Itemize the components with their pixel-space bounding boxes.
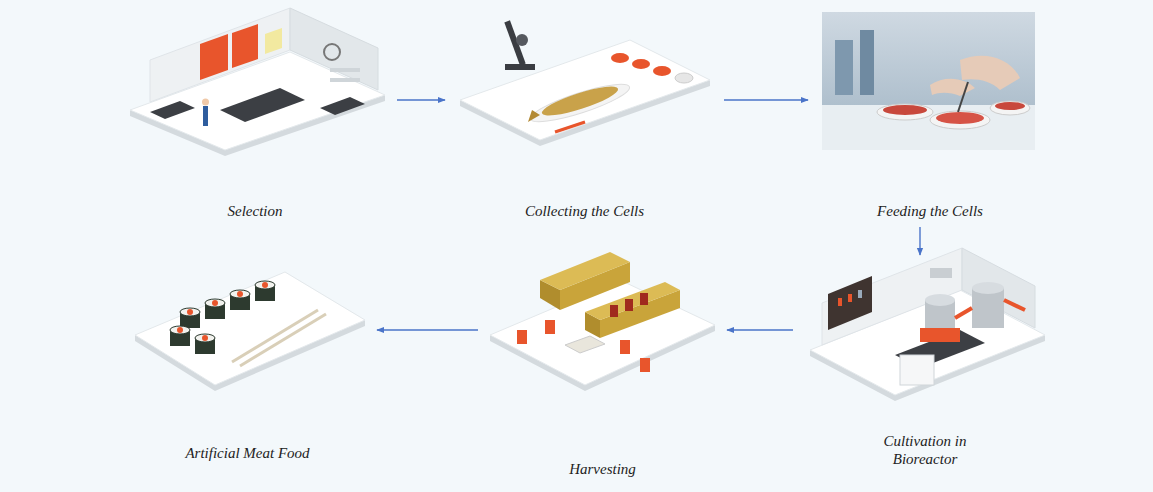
microscope-fish-illustration — [460, 20, 710, 146]
stage-node: Harvesting — [485, 262, 720, 478]
stage-caption: Artificial Meat Food — [133, 444, 363, 462]
stage-node: Artificial Meat Food — [125, 262, 370, 462]
harvest-boxes-illustration — [490, 252, 715, 391]
lab-photo — [822, 12, 1035, 150]
stage-node: Collecting the Cells — [452, 8, 717, 220]
flow-arrow — [919, 227, 920, 255]
stage-caption: Selection — [130, 202, 380, 220]
stage-node: Cultivation in Bioreactor — [800, 262, 1050, 468]
bioreactor-illustration — [810, 248, 1045, 401]
stage-node: Selection — [120, 8, 390, 220]
sushi-illustration — [135, 272, 365, 391]
stage-caption: Collecting the Cells — [460, 202, 710, 220]
stage-caption: Cultivation in Bioreactor — [850, 432, 1000, 468]
flow-arrow — [724, 99, 808, 100]
stage-caption: Harvesting — [493, 460, 713, 478]
stage-caption: Feeding the Cells — [820, 202, 1040, 220]
stage-node: Feeding the Cells — [815, 8, 1045, 220]
lab-room-illustration — [130, 8, 385, 156]
flow-arrow — [377, 329, 478, 330]
flow-arrow — [397, 99, 445, 100]
flow-arrow — [727, 329, 793, 330]
